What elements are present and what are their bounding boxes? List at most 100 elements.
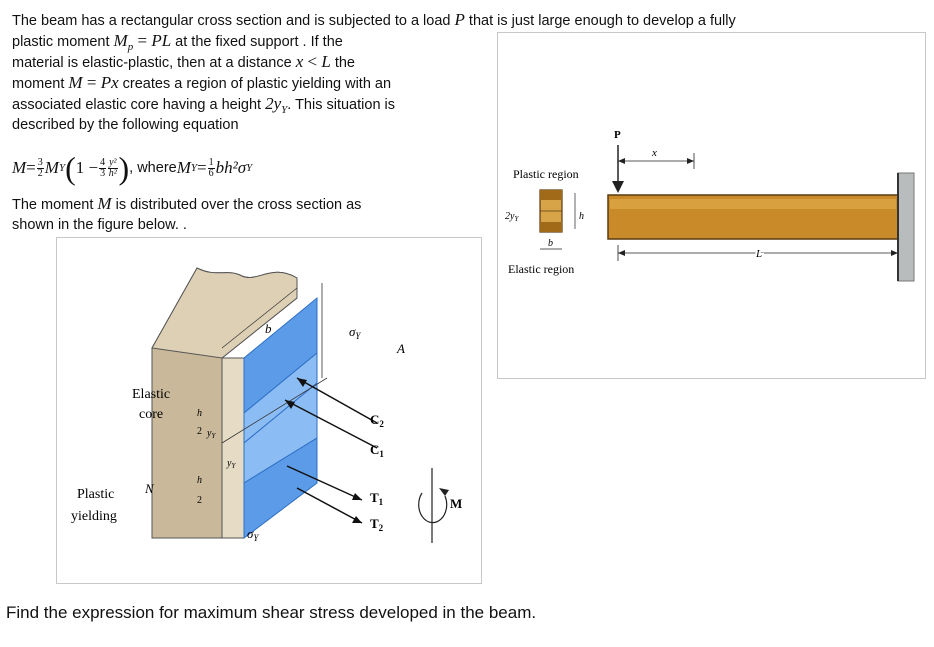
var-Mp: M <box>113 31 128 50</box>
den: 6 <box>208 167 214 179</box>
den: 3 <box>100 167 106 179</box>
L-dim-arrow-l <box>618 250 625 256</box>
problem-line-1: The beam has a rectangular cross section… <box>12 10 736 31</box>
text: is distributed over the cross section as <box>111 197 362 213</box>
t: σ <box>349 324 356 339</box>
eq-where: , where <box>129 160 177 176</box>
label-yY-top: yY <box>206 428 216 440</box>
var-PL: PL <box>151 31 172 50</box>
label-elastic-region: Elastic region <box>508 262 574 276</box>
den: 2 <box>37 167 43 179</box>
text: that is just large enough to develop a f… <box>464 13 736 29</box>
section-face <box>221 357 245 539</box>
sub: Y <box>355 331 361 341</box>
t: T <box>370 490 379 505</box>
t: C <box>370 442 379 457</box>
b-dim-line <box>221 287 298 349</box>
force-T2-arrow <box>296 487 363 524</box>
label-T2: T2 <box>370 516 384 533</box>
text: The beam has a rectangular cross section… <box>12 13 455 29</box>
moment-arrow-head <box>439 488 449 496</box>
text: plastic moment <box>12 34 114 50</box>
label-yY-bot: yY <box>226 458 236 470</box>
sub-Y: Y <box>190 162 198 174</box>
label-x: x <box>651 147 657 159</box>
stress-figure: b σY A Elastic core Plastic yielding N C… <box>56 237 482 584</box>
section-plastic-bot <box>540 222 562 232</box>
eq-bh2sigma: bh²σ <box>215 158 247 177</box>
sub: Y <box>253 533 259 543</box>
label-C2: C2 <box>370 412 384 429</box>
force-T2-head <box>352 516 362 523</box>
moment-arc-icon <box>418 492 448 524</box>
problem-line-2: plastic moment Mp = PL at the fixed supp… <box>12 31 343 57</box>
op-lt: < <box>303 52 322 71</box>
sub: Y <box>231 462 236 470</box>
L-dim-arrow-r <box>891 250 898 256</box>
t: T <box>370 516 379 531</box>
sub-Y: Y <box>246 162 253 174</box>
label-plastic: Plastic <box>77 487 114 502</box>
sub: 1 <box>379 497 384 507</box>
problem-line-6: described by the following equation <box>12 115 239 135</box>
label-M: M <box>450 496 462 511</box>
beam-block-top <box>151 267 298 359</box>
label-yielding: yielding <box>71 509 117 524</box>
fixed-wall <box>897 172 915 282</box>
t: 2y <box>505 211 515 222</box>
text: described by the following equation <box>12 117 239 133</box>
t: y <box>226 458 232 469</box>
num: 1 <box>207 156 215 169</box>
paren-open: ( <box>65 150 76 186</box>
label-plastic-region: Plastic region <box>513 167 579 181</box>
sub: 2 <box>379 419 384 429</box>
var-Px: Px <box>100 73 119 92</box>
var-L: L <box>321 52 331 71</box>
eq-M: M <box>12 158 27 177</box>
label-A: A <box>396 341 405 356</box>
sub-Y: Y <box>58 162 66 174</box>
paren-close: ) <box>118 150 130 186</box>
stress-plastic-bot <box>243 437 318 540</box>
eq-equals: = <box>197 158 207 177</box>
label-core: core <box>139 407 163 422</box>
section-plastic-top <box>540 190 562 200</box>
problem-line-3: material is elastic-plastic, then at a d… <box>12 52 355 73</box>
beam-highlight <box>610 199 896 209</box>
x-dim-arrow-l <box>618 158 625 164</box>
t: σ <box>247 526 254 541</box>
var-M: M <box>97 194 112 213</box>
label-h-bot: h <box>197 475 202 486</box>
label-b: b <box>265 321 272 336</box>
label-P: P <box>614 129 621 141</box>
sub: 1 <box>379 449 384 459</box>
label-2-top: 2 <box>197 426 202 437</box>
text: at the fixed support . If the <box>171 34 343 50</box>
force-C1-arrow <box>284 399 378 449</box>
op-eq: = <box>82 73 101 92</box>
load-arrow-head <box>612 181 624 193</box>
stress-figure-svg: b σY A Elastic core Plastic yielding N C… <box>71 267 462 543</box>
num: 4 <box>99 156 107 169</box>
force-C1-head <box>285 400 295 409</box>
text: . This situation is <box>287 97 396 113</box>
problem-line-5: associated elastic core having a height … <box>12 94 395 120</box>
x-dim-arrow-r <box>687 158 694 164</box>
den: h² <box>108 167 117 179</box>
var-x: x <box>295 52 304 71</box>
label-2-bot: 2 <box>197 495 202 506</box>
eq-MY: M <box>44 158 59 177</box>
problem-line-4: moment M = Px creates a region of plasti… <box>12 73 391 94</box>
sub: 2 <box>379 523 384 533</box>
text: material is elastic-plastic, then at a d… <box>12 55 296 71</box>
problem-line-7: The moment M is distributed over the cro… <box>12 194 361 215</box>
var-M: M <box>68 73 83 92</box>
label-sigmaY-bot: σY <box>247 526 259 543</box>
label-elastic: Elastic <box>132 387 170 402</box>
text: shown in the figure below. . <box>12 217 187 233</box>
t: C <box>370 412 379 427</box>
label-b: b <box>548 238 553 249</box>
